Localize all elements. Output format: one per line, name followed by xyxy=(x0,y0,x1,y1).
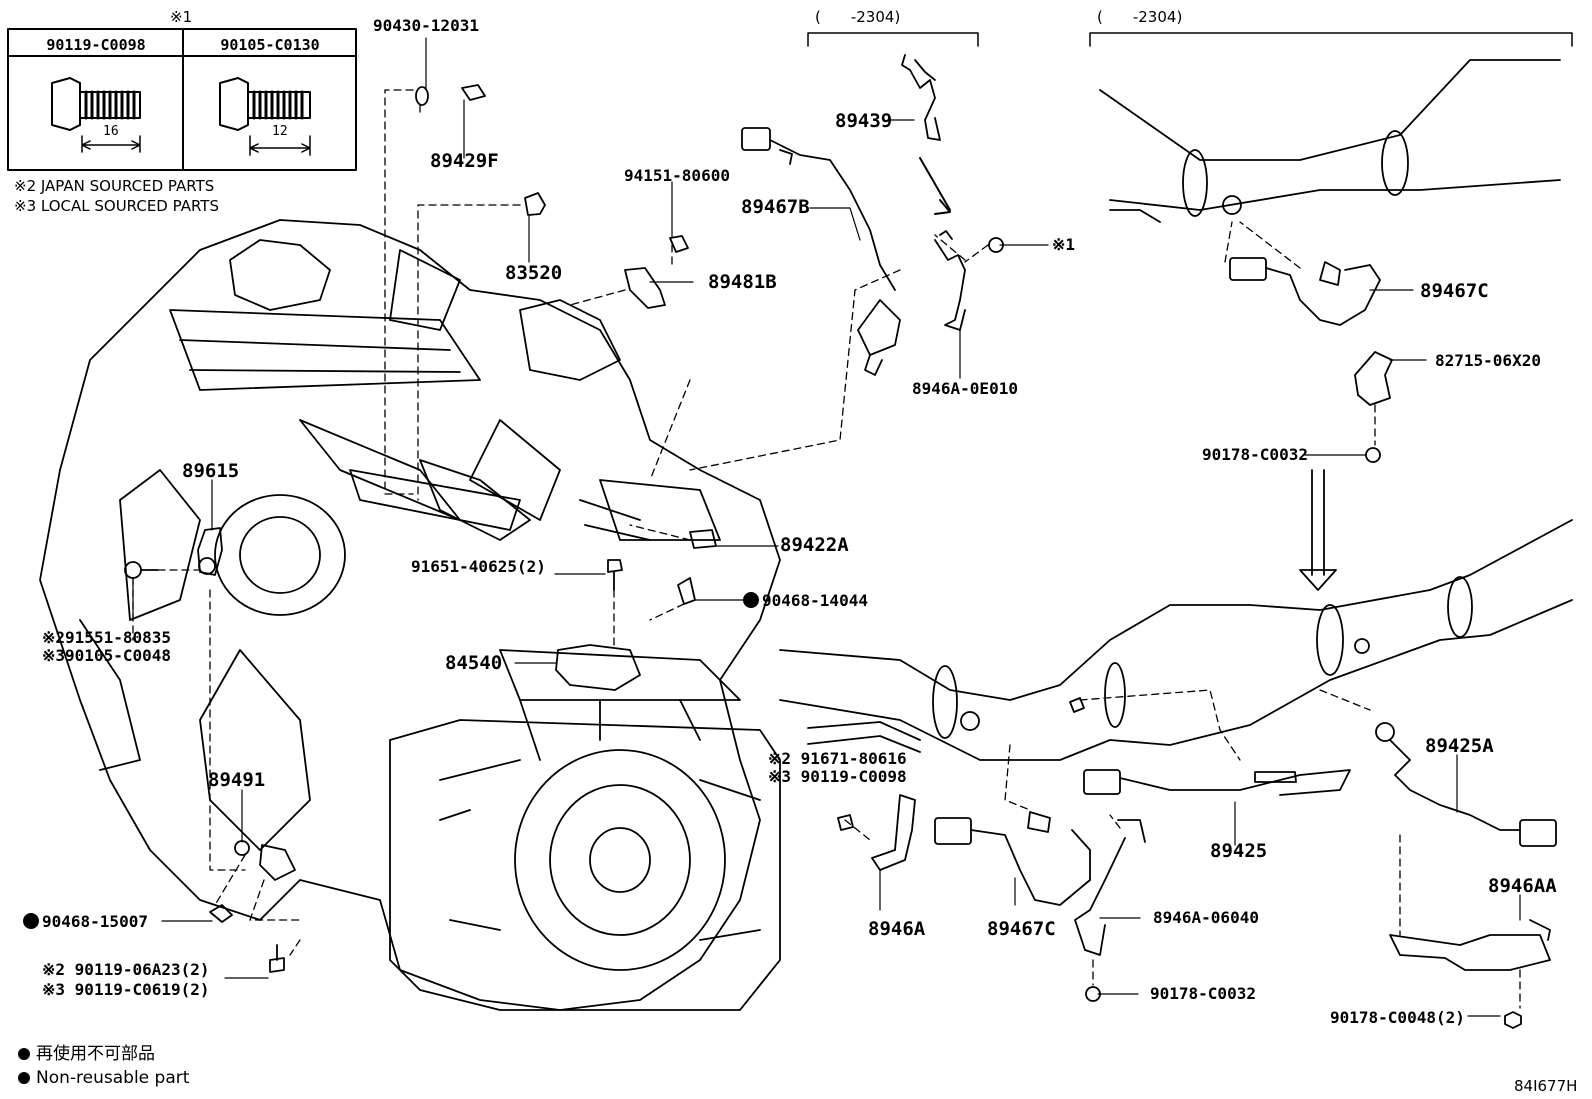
callout-8946A-06040[interactable]: 8946A-06040 xyxy=(1153,908,1259,927)
callout-90178-C0032-bottom[interactable]: 90178-C0032 xyxy=(1150,984,1256,1003)
sensor-83520 xyxy=(524,192,546,216)
down-arrow-icon xyxy=(919,157,951,215)
part-94151 xyxy=(669,235,689,253)
callout-8946A-0E010[interactable]: 8946A-0E010 xyxy=(912,379,1018,398)
callout-84540[interactable]: 84540 xyxy=(445,652,503,674)
note-local-sourced: ※3 LOCAL SOURCED PARTS xyxy=(14,197,219,215)
callout-90468-15007[interactable]: 90468-15007 xyxy=(42,912,148,931)
date-range-left: ( -2304) xyxy=(815,8,901,26)
sensor-89467C-bottom xyxy=(934,811,1091,906)
sensor-89491 xyxy=(234,840,296,881)
exhaust-catalyst xyxy=(779,519,1573,761)
callout-star1: ※1 xyxy=(1052,235,1076,254)
non-reusable-dot xyxy=(23,913,39,929)
bracket-82715 xyxy=(1354,351,1393,406)
date-bracket-right xyxy=(1089,32,1573,47)
non-reusable-dot xyxy=(743,592,759,608)
sensor-89425 xyxy=(1083,769,1351,796)
sensor-89481B xyxy=(624,267,666,309)
bracket-89439 xyxy=(901,54,941,141)
bracket-8946A-06040 xyxy=(1074,819,1146,956)
callout-89491[interactable]: 89491 xyxy=(208,769,266,791)
engine-transaxle-assembly xyxy=(39,219,781,1011)
legend-jp-text: 再使用不可部品 xyxy=(36,1044,155,1064)
switch-84540 xyxy=(555,644,641,691)
bracket-8946A xyxy=(837,794,916,871)
exhaust-pipe-top xyxy=(1099,59,1561,223)
callout-8946AA[interactable]: 8946AA xyxy=(1488,875,1557,897)
down-arrow-icon xyxy=(1299,469,1337,591)
sensor-89425A xyxy=(1375,722,1557,847)
callout-91651-40625[interactable]: 91651-40625(2) xyxy=(411,557,546,576)
callout-89425A[interactable]: 89425A xyxy=(1425,735,1494,757)
callout-90430-12031[interactable]: 90430-12031 xyxy=(373,16,479,35)
legend-non-reusable-jp: 再使用不可部品 xyxy=(18,1044,155,1064)
nut-90178-top xyxy=(1365,447,1381,463)
callout-89439[interactable]: 89439 xyxy=(835,110,893,132)
callout-90119-C0619[interactable]: ※3 90119-C0619(2) xyxy=(42,980,210,999)
callout-8946A[interactable]: 8946A xyxy=(868,918,926,940)
bracket-8946AA xyxy=(1389,919,1551,971)
figure-id: 84I677H xyxy=(1514,1077,1578,1095)
callout-89481B[interactable]: 89481B xyxy=(708,271,777,293)
bullet-dot-icon xyxy=(18,1072,30,1084)
leader-lines xyxy=(132,37,1521,1017)
sensor-89429F xyxy=(415,84,486,106)
callout-89467C-bottom[interactable]: 89467C xyxy=(987,918,1056,940)
bolt-90119-06A23 xyxy=(269,944,285,973)
sensor-89422A xyxy=(689,529,717,549)
callout-90119-06A23[interactable]: ※2 90119-06A23(2) xyxy=(42,960,210,979)
table-part-no-1[interactable]: 90119-C0098 xyxy=(46,36,146,54)
callout-83520[interactable]: 83520 xyxy=(505,262,563,284)
callout-89422A[interactable]: 89422A xyxy=(780,534,849,556)
flange-bolt-icon xyxy=(219,77,311,156)
callout-90178-C0048[interactable]: 90178-C0048(2) xyxy=(1330,1008,1465,1027)
bullet-dot-icon xyxy=(18,1048,30,1060)
legend-non-reusable-en: Non-reusable part xyxy=(18,1068,189,1088)
sensor-89615 xyxy=(124,527,223,579)
callout-90105-C0048[interactable]: ※390105-C0048 xyxy=(42,646,171,665)
sensor-89467B xyxy=(741,127,901,376)
callout-91551-80835[interactable]: ※291551-80835 xyxy=(42,628,171,647)
callout-89467C-top[interactable]: 89467C xyxy=(1420,280,1489,302)
clip-90468-14044 xyxy=(677,577,696,605)
sensor-89467C-top xyxy=(1229,257,1381,326)
note-japan-sourced: ※2 JAPAN SOURCED PARTS xyxy=(14,177,215,195)
flange-bolt-icon xyxy=(51,77,141,153)
callout-89467B[interactable]: 89467B xyxy=(741,196,810,218)
callout-90178-C0032-top[interactable]: 90178-C0032 xyxy=(1202,445,1308,464)
bolt-length-1: 16 xyxy=(103,124,119,139)
callout-89615[interactable]: 89615 xyxy=(182,460,240,482)
callout-89429F[interactable]: 89429F xyxy=(430,150,499,172)
legend-en-text: Non-reusable part xyxy=(36,1068,190,1088)
callout-91671-80616[interactable]: ※2 91671-80616 xyxy=(768,749,907,768)
nut-90178-C0048 xyxy=(1504,1011,1522,1029)
bolt-length-2: 12 xyxy=(272,124,288,139)
callout-94151-80600[interactable]: 94151-80600 xyxy=(624,166,730,185)
callout-89425[interactable]: 89425 xyxy=(1210,840,1268,862)
table-header-mark: ※1 xyxy=(170,8,193,26)
callout-90468-14044[interactable]: 90468-14044 xyxy=(762,591,868,610)
bolt-91651 xyxy=(607,559,623,591)
callout-82715-06X20[interactable]: 82715-06X20 xyxy=(1435,351,1541,370)
clip-90468-15007 xyxy=(209,904,233,923)
table-part-no-2[interactable]: 90105-C0130 xyxy=(220,36,320,54)
date-range-right: ( -2304) xyxy=(1097,8,1183,26)
bracket-8946A-0E010 xyxy=(934,230,1004,331)
fastener-table xyxy=(7,28,357,171)
date-bracket-left xyxy=(807,32,979,47)
callout-90119-C0098[interactable]: ※3 90119-C0098 xyxy=(768,767,907,786)
